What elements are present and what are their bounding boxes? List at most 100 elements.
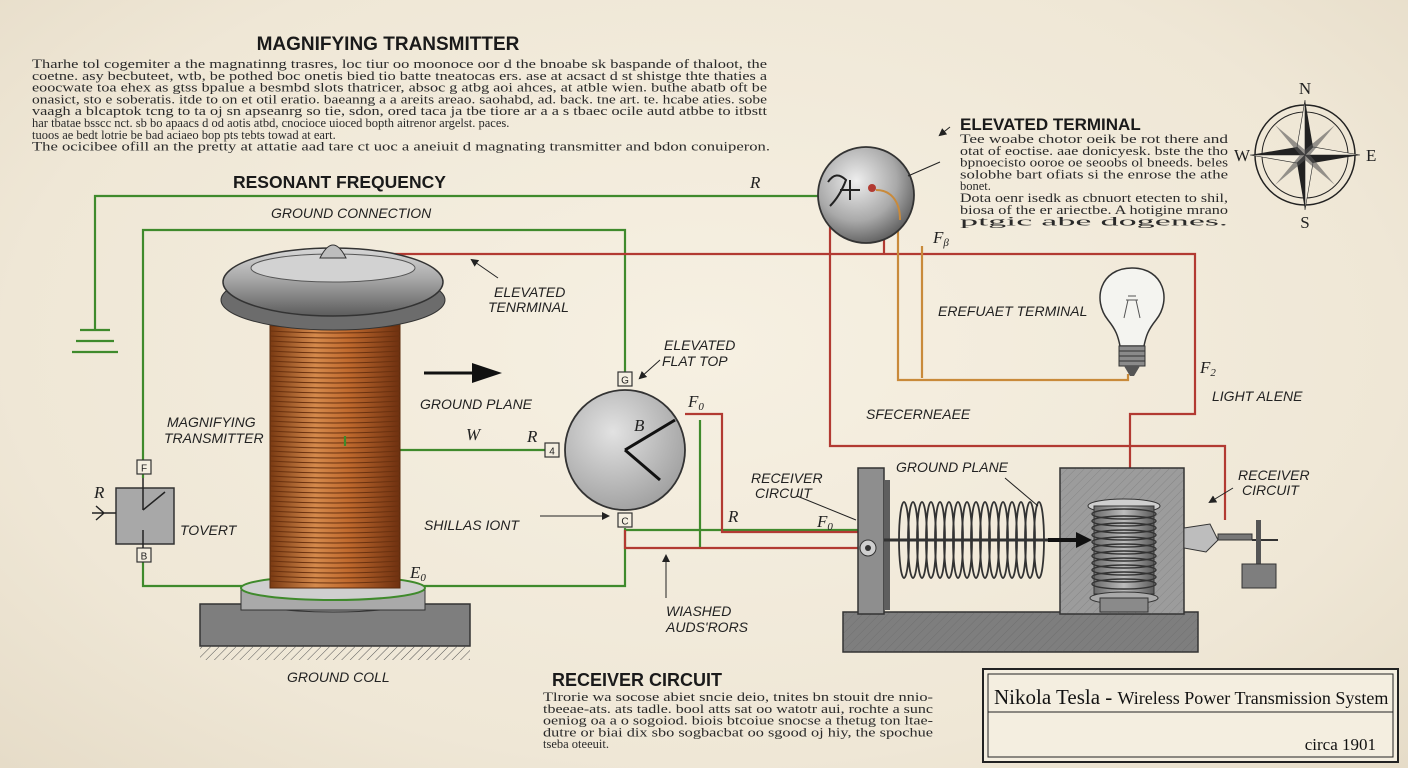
spring-turn: [1024, 501, 1036, 579]
coil-winding: [269, 525, 401, 529]
coil-winding: [269, 570, 401, 574]
receiver-coil-turn: [1091, 571, 1157, 583]
receiver-coil-turn: [1091, 508, 1157, 520]
spring-turn: [1006, 501, 1018, 579]
spring-turn: [1015, 501, 1027, 579]
coil-winding: [269, 550, 401, 554]
spring-coil: [898, 501, 1045, 579]
coil-winding: [269, 450, 401, 454]
paragraph-line: bpnoecisto ooroe oe seoobs ol bneeds. be…: [960, 156, 1228, 170]
terminal-boxes: [136, 371, 633, 563]
var-e0-main: E: [409, 563, 421, 582]
ground-symbol: [72, 328, 118, 354]
var-f0-mid-main: F: [687, 392, 699, 411]
receiver-circuit-paragraph: Tlrorie wa socose abiet sncie deio, tnit…: [543, 690, 934, 751]
elevated-terminal-label-1: ELEVATED: [494, 284, 565, 300]
coil-winding: [269, 515, 401, 519]
receiver-coil-turn: [1091, 578, 1157, 590]
box-c-label: C: [621, 517, 628, 528]
spring-turn: [988, 501, 1000, 579]
var-e0-sub: 0: [420, 572, 426, 584]
coil-winding: [269, 415, 401, 419]
compass-north: N: [1299, 79, 1311, 98]
coil-winding: [269, 555, 401, 559]
elevated-flat-top-label-1: ELEVATED: [664, 337, 735, 353]
paragraph-line: biosa of the er ariectbe. A hotigine mra…: [960, 203, 1228, 217]
receiver-coil-turn: [1091, 529, 1157, 541]
orange-wiring: [883, 209, 1130, 382]
magnifying-transmitter-label-2: TRANSMITTER: [164, 430, 264, 446]
coil-winding: [269, 530, 401, 534]
compass-west: W: [1234, 146, 1251, 165]
box-f-label: F: [141, 464, 147, 475]
coil-winding: [269, 410, 401, 414]
coil-winding: [269, 495, 401, 499]
spring-turn: [925, 501, 937, 579]
ground-coll-label: GROUND COLL: [287, 669, 390, 685]
paragraph-line: Tharhe tol cogemiter a the magnatinng tr…: [32, 57, 768, 71]
box-b-label: B: [141, 552, 148, 563]
spring-turn: [970, 501, 982, 579]
coil-winding: [269, 460, 401, 464]
coil-winding: [269, 535, 401, 539]
cartouche-system: Wireless Power Transmission System: [1118, 688, 1389, 708]
coil-winding: [269, 435, 401, 439]
var-f0-mid-sub: 0: [698, 401, 704, 413]
coil-winding: [269, 335, 401, 339]
paragraph-line: vaagh a blcaptok tcng to ta oj sn apsean…: [32, 104, 768, 118]
var-fb: Fβ: [932, 228, 949, 249]
paragraph-line: coetne. asy becbuteet, wtb, be pothed bo…: [32, 69, 768, 83]
coil-winding: [269, 470, 401, 474]
eregfuaet-terminal-label: EREFUAET TERMINAL: [938, 303, 1087, 319]
coil-winding: [269, 440, 401, 444]
coil-winding: [269, 565, 401, 569]
coil-winding: [269, 405, 401, 409]
spring-turn: [979, 501, 991, 579]
receiver-coil-turn: [1091, 515, 1157, 527]
coil-winding: [269, 505, 401, 509]
coil-winding: [269, 475, 401, 479]
coil-winding: [269, 455, 401, 459]
paragraph-line: bonet.: [960, 179, 991, 193]
terminal-arrow: [938, 126, 951, 137]
spring-turn: [916, 501, 928, 579]
coil-winding: [269, 390, 401, 394]
spring-turn: [898, 501, 910, 579]
paragraph-line: Tlrorie wa socose abiet sncie deio, tnit…: [543, 690, 933, 704]
compass-east: E: [1366, 146, 1376, 165]
coil-winding: [269, 490, 401, 494]
paragraph-line: solobhe bart ofiats si the enrose the at…: [960, 167, 1229, 181]
receiver-coil-turn: [1091, 564, 1157, 576]
elevated-flat-top-label-2: FLAT TOP: [662, 353, 728, 369]
receiver-circuit-title: RECEIVER CIRCUIT: [552, 670, 722, 690]
magnifying-transmitter-title: MAGNIFYING TRANSMITTER: [257, 34, 520, 55]
coil-winding: [269, 500, 401, 504]
var-f0-mid: F0: [687, 392, 704, 413]
receiver-coil-turn: [1091, 550, 1157, 562]
intro-paragraph: Tharhe tol cogemiter a the magnatinng tr…: [32, 57, 770, 154]
spring-turn: [961, 501, 973, 579]
spring-turn: [907, 501, 919, 579]
coil-winding: [269, 520, 401, 524]
var-f0-low-sub: 0: [827, 521, 833, 533]
coil-winding: [269, 380, 401, 384]
coil-winding: [269, 345, 401, 349]
paragraph-line: har tbatae bsscc nct. sb bo apaacs d od …: [32, 116, 509, 130]
coil-winding: [269, 545, 401, 549]
var-w: W: [466, 425, 482, 444]
elevated-terminal-sphere: [817, 146, 915, 244]
coil-winding: [269, 575, 401, 579]
wiashed-label-1: WIASHED: [666, 603, 731, 619]
wiashed-label-2: AUDS'RORS: [665, 619, 749, 635]
light-bulb: [1099, 267, 1165, 376]
coil-winding: [269, 375, 401, 379]
paragraph-line: tbeeae-ats. ats tadle. bool atts sat oo …: [543, 702, 934, 716]
title-cartouche: [982, 668, 1399, 763]
var-f2-main: F: [1199, 358, 1211, 377]
var-r-left: R: [93, 483, 105, 502]
paragraph-line: tseba oteeuit.: [543, 737, 609, 751]
var-f0-low: F0: [816, 512, 833, 533]
receiver-coil-windings: [1091, 508, 1157, 590]
receiver-circuit-mid-label-2: CIRCUIT: [755, 485, 813, 501]
ground-plane-right-label: GROUND PLANE: [896, 459, 1009, 475]
